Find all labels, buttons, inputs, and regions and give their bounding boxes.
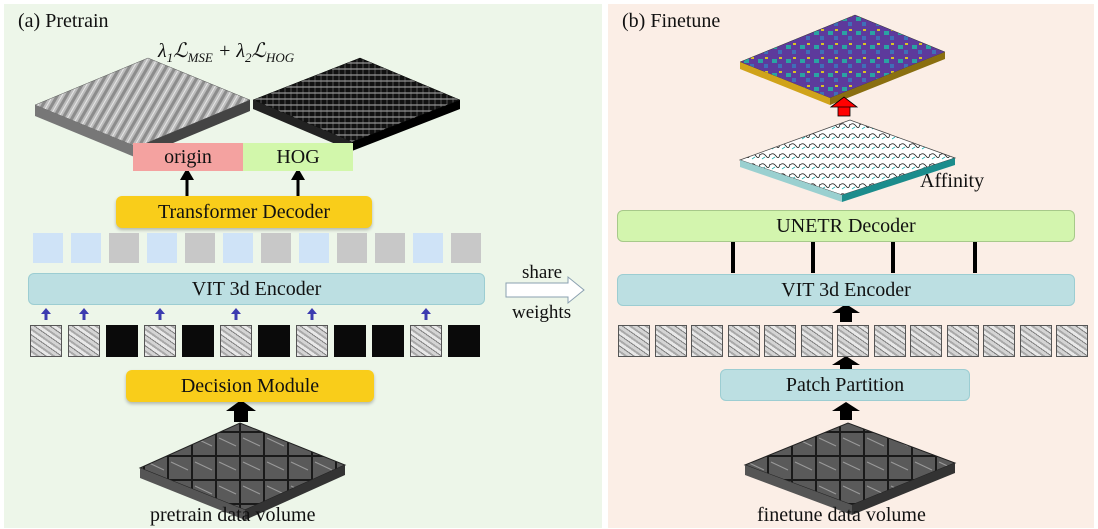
- finetune-patch: [946, 325, 979, 357]
- token-blue: [223, 233, 253, 263]
- skip-connections: [731, 242, 977, 273]
- loss-formula: λ1ℒMSE + λ2ℒHOG: [158, 40, 295, 65]
- share-weights-arrow: [505, 275, 585, 305]
- visible-patch: [30, 325, 62, 357]
- finetune-patch: [727, 325, 760, 357]
- masked-patch: [106, 325, 138, 357]
- finetune-patch: [764, 325, 796, 357]
- origin-target: origin: [133, 143, 243, 171]
- weights-label: weights: [512, 302, 572, 323]
- visible-patch: [296, 325, 328, 357]
- finetune-patch: [618, 325, 650, 357]
- token-gray: [185, 233, 215, 263]
- finetune-patch: [983, 325, 1015, 357]
- decision-module: Decision Module: [126, 370, 374, 402]
- token-gray: [261, 233, 291, 263]
- patch-up-arrow-icon: [79, 308, 89, 320]
- token-blue: [299, 233, 329, 263]
- masked-patch: [258, 325, 290, 357]
- patch-up-arrow-icon: [41, 308, 51, 320]
- patches-to-encoder-arrow: [832, 304, 860, 322]
- token-blue: [33, 233, 63, 263]
- affinity-label: Affinity: [920, 170, 985, 192]
- finetune-patch: [654, 325, 687, 357]
- affinity-to-segmentation-arrow: [829, 96, 859, 117]
- finetune-patch: [691, 325, 723, 357]
- finetune-patch: [1056, 325, 1088, 357]
- finetune-patch: [1019, 325, 1052, 357]
- hog-target: HOG: [243, 143, 353, 171]
- patch-up-arrow-icon: [421, 308, 431, 320]
- decoder-to-target-arrows: [180, 168, 305, 198]
- token-gray: [451, 233, 481, 263]
- finetune-vit-encoder: VIT 3d Encoder: [617, 274, 1075, 306]
- hog-slab: [252, 57, 461, 151]
- segmentation-slab: [739, 14, 946, 105]
- masked-patch: [182, 325, 214, 357]
- visible-patch: [220, 325, 252, 357]
- visible-patch: [410, 325, 442, 357]
- finetune-patch: [873, 325, 906, 357]
- visible-patch: [144, 325, 176, 357]
- token-blue: [413, 233, 443, 263]
- token-blue: [71, 233, 101, 263]
- finetune-volume: [743, 422, 957, 515]
- patch-up-arrow-icon: [307, 308, 317, 320]
- unetr-decoder: UNETR Decoder: [617, 210, 1075, 242]
- token-blue: [147, 233, 177, 263]
- token-gray: [337, 233, 367, 263]
- volume-to-partition-arrow: [832, 402, 860, 420]
- finetune-patch: [910, 325, 942, 357]
- share-label: share: [522, 262, 563, 283]
- pretrain-volume-label: pretrain data volume: [150, 504, 316, 526]
- pretrain-vit-encoder: VIT 3d Encoder: [28, 273, 485, 305]
- finetune-patch: [800, 325, 833, 357]
- finetune-patch: [837, 325, 869, 357]
- pretrain-panel-title: (a) Pretrain: [18, 10, 109, 32]
- affinity-slab: [738, 119, 957, 202]
- token-gray: [109, 233, 139, 263]
- partition-to-patches-arrow: [832, 356, 860, 372]
- finetune-panel-title: (b) Finetune: [622, 10, 721, 32]
- patch-up-arrow-icon: [155, 308, 165, 320]
- pretrain-volume: [138, 422, 347, 520]
- masked-patch: [372, 325, 404, 357]
- patch-partition: Patch Partition: [720, 369, 970, 401]
- volume-to-decision-arrow: [226, 400, 256, 422]
- masked-patch: [334, 325, 366, 357]
- masked-patch: [448, 325, 480, 357]
- visible-patch: [68, 325, 100, 357]
- token-gray: [375, 233, 405, 263]
- finetune-volume-label: finetune data volume: [757, 504, 926, 526]
- patch-up-arrow-icon: [231, 308, 241, 320]
- transformer-decoder: Transformer Decoder: [116, 196, 372, 228]
